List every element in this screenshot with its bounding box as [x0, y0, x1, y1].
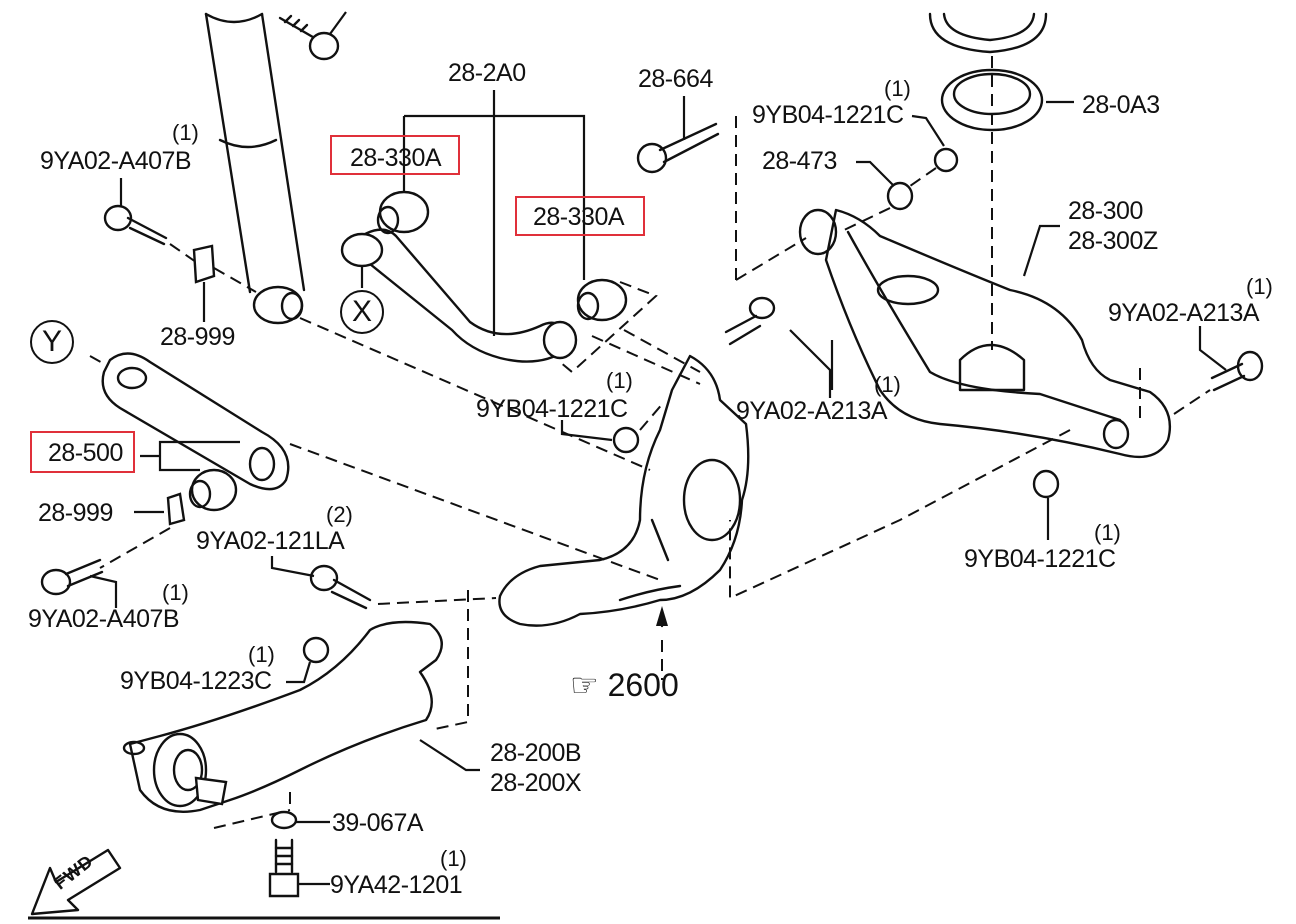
lateral-link-x	[340, 90, 701, 385]
bolt-middle-icon	[270, 556, 497, 610]
label-spring-seat[interactable]: 28-0A3	[1082, 91, 1160, 119]
qty-nut-upper-right: (1)	[884, 76, 911, 101]
highlight-box-bushing-left	[330, 135, 460, 175]
label-bolt-upper-left[interactable]: 9YA02-A407B	[40, 147, 192, 175]
marker-y: Y	[30, 320, 74, 364]
label-bolt-middle[interactable]: 9YA02-121LA	[196, 527, 345, 555]
reference-callout[interactable]: ☞ 2600	[570, 668, 679, 702]
lower-control-arm	[729, 208, 1211, 600]
cam-bolt-icon	[636, 96, 737, 280]
marker-x: X	[340, 290, 384, 334]
label-trailing-arm[interactable]: 28-200B	[490, 739, 582, 767]
bottom-fasteners-icon	[268, 810, 330, 898]
qty-bolt-bottom: (1)	[440, 846, 467, 871]
qty-bolt-right: (1)	[1246, 274, 1273, 299]
qty-bolt-knuckle: (1)	[874, 372, 901, 397]
label-lower-arm[interactable]: 28-300	[1068, 197, 1143, 225]
label-cap[interactable]: 39-067A	[332, 809, 424, 837]
label-nut-trailing[interactable]: 9YB04-1223C	[120, 667, 272, 695]
label-nut-upper-right[interactable]: 9YB04-1221C	[752, 101, 904, 129]
qty-nut-knuckle: (1)	[606, 368, 633, 393]
qty-nut-lower-right: (1)	[1094, 520, 1121, 545]
qty-bolt-middle: (2)	[326, 502, 353, 527]
qty-bolt-upper-left: (1)	[172, 120, 199, 145]
label-bracket-lower-left[interactable]: 28-999	[38, 499, 113, 527]
label-nut-knuckle[interactable]: 9YB04-1221C	[476, 395, 628, 423]
label-lower-arm-alt[interactable]: 28-300Z	[1068, 227, 1158, 255]
link-y	[89, 352, 661, 581]
bolt-right-icon	[1198, 326, 1264, 392]
spring-seat-icon	[928, 12, 1074, 350]
label-bolt-right[interactable]: 9YA02-A213A	[1108, 299, 1260, 327]
bolt-lower-left-icon	[40, 527, 171, 608]
label-cam-bolt[interactable]: 28-664	[638, 65, 713, 93]
label-bushing-left[interactable]: 28-330A	[350, 144, 442, 172]
shock-absorber	[204, 12, 306, 325]
label-nut-lower-right[interactable]: 9YB04-1221C	[964, 545, 1116, 573]
highlight-box-link-y-bushing	[30, 431, 135, 473]
label-lateral-link-assembly[interactable]: 28-2A0	[448, 59, 526, 87]
bolt-upper-left-icon	[103, 178, 257, 322]
nut-washer-icon	[839, 114, 959, 233]
forward-arrow-icon	[30, 848, 122, 916]
label-bolt-lower-left[interactable]: 9YA02-A407B	[28, 605, 180, 633]
knuckle	[498, 296, 832, 680]
label-trailing-arm-alt[interactable]: 28-200X	[490, 769, 582, 797]
highlight-box-bushing-right	[515, 196, 645, 236]
top-bolt-icon	[278, 11, 347, 61]
label-bushing-right[interactable]: 28-330A	[533, 203, 625, 231]
label-washer-upper-right[interactable]: 28-473	[762, 147, 837, 175]
label-link-y-bushing[interactable]: 28-500	[48, 439, 123, 467]
nut-lower-right-icon	[1032, 469, 1060, 540]
qty-bolt-lower-left: (1)	[162, 580, 189, 605]
label-bolt-bottom[interactable]: 9YA42-1201	[330, 871, 463, 899]
label-bolt-knuckle[interactable]: 9YA02-A213A	[736, 397, 888, 425]
pointing-hand-icon: ☞	[570, 667, 599, 703]
qty-nut-trailing: (1)	[248, 642, 275, 667]
reference-number: 2600	[607, 667, 679, 703]
label-bracket-upper-left[interactable]: 28-999	[160, 323, 235, 351]
